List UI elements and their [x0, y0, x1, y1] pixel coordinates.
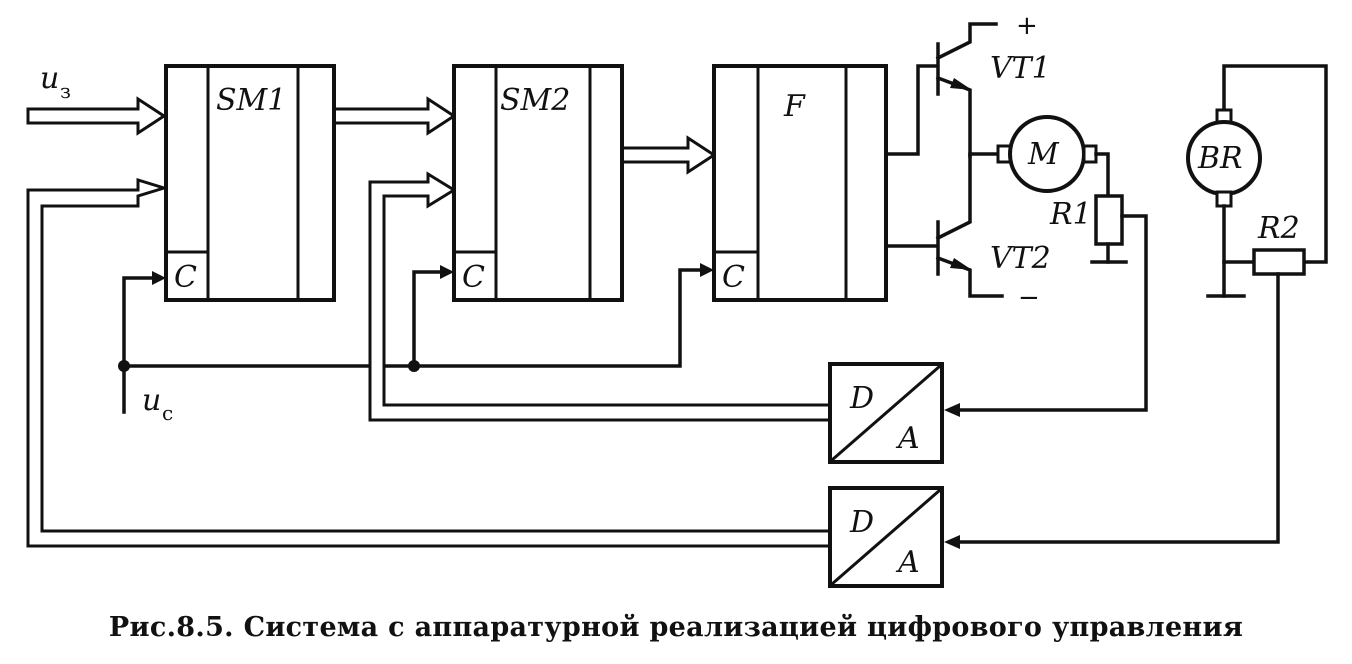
r2-label: R2: [1257, 211, 1300, 246]
clock-bus: [118, 263, 714, 414]
block-f: F C: [712, 64, 888, 302]
vt1-plus-label: +: [1016, 11, 1038, 41]
dac-bottom: D A: [828, 486, 944, 588]
bus-feedback-outer: [26, 177, 832, 548]
motor-m: M: [968, 115, 1110, 198]
vt1-label: VT1: [990, 51, 1051, 86]
motor-label: M: [1027, 137, 1060, 172]
sm1-label: SM1: [216, 83, 286, 118]
resistor-r2: R2: [944, 211, 1306, 549]
setpoint-main: u: [40, 61, 59, 96]
bus-sm1-sm2: [332, 96, 457, 136]
transistor-vt1: + VT1: [935, 11, 1051, 158]
dac-top-d-label: D: [849, 381, 874, 416]
dac-bottom-d-label: D: [849, 505, 874, 540]
dac-top-a-label: A: [895, 421, 920, 456]
vt2-minus-label: −: [1018, 283, 1040, 313]
clock-junction-1: [118, 360, 130, 372]
r1-label: R1: [1049, 197, 1092, 232]
vt2-label: VT2: [990, 241, 1051, 276]
dac-bottom-a-label: A: [895, 545, 920, 580]
bus-sm2-f: [620, 135, 717, 175]
sm2-clock-label: C: [462, 260, 485, 295]
sm1-clock-label: C: [174, 260, 197, 295]
transistor-vt2: VT2 −: [935, 154, 1051, 313]
clock-main: u: [142, 383, 161, 418]
bus-input-setpoint: [26, 96, 167, 136]
tachogenerator-br: BR: [1186, 64, 1328, 298]
br-label: BR: [1197, 141, 1243, 176]
sm2-label: SM2: [500, 83, 570, 118]
block-sm1: SM1 C: [164, 64, 336, 302]
f-label: F: [783, 89, 806, 124]
block-sm2: SM2 C: [452, 64, 624, 302]
clock-input-label: u с: [142, 383, 173, 425]
bus-feedback-inner: [368, 171, 832, 422]
dac-top: D A: [828, 362, 944, 464]
figure-caption: Рис.8.5. Система с аппаратурной реализац…: [108, 612, 1244, 643]
f-clock-label: C: [722, 260, 745, 295]
resistor-r1: R1: [944, 194, 1148, 417]
block-diagram: SM1 C SM2 C F C + VT1 VT2 −: [26, 11, 1328, 588]
setpoint-sub: з: [60, 79, 71, 103]
setpoint-input-label: u з: [40, 61, 71, 103]
clock-junction-2: [408, 360, 420, 372]
clock-sub: с: [162, 401, 173, 425]
